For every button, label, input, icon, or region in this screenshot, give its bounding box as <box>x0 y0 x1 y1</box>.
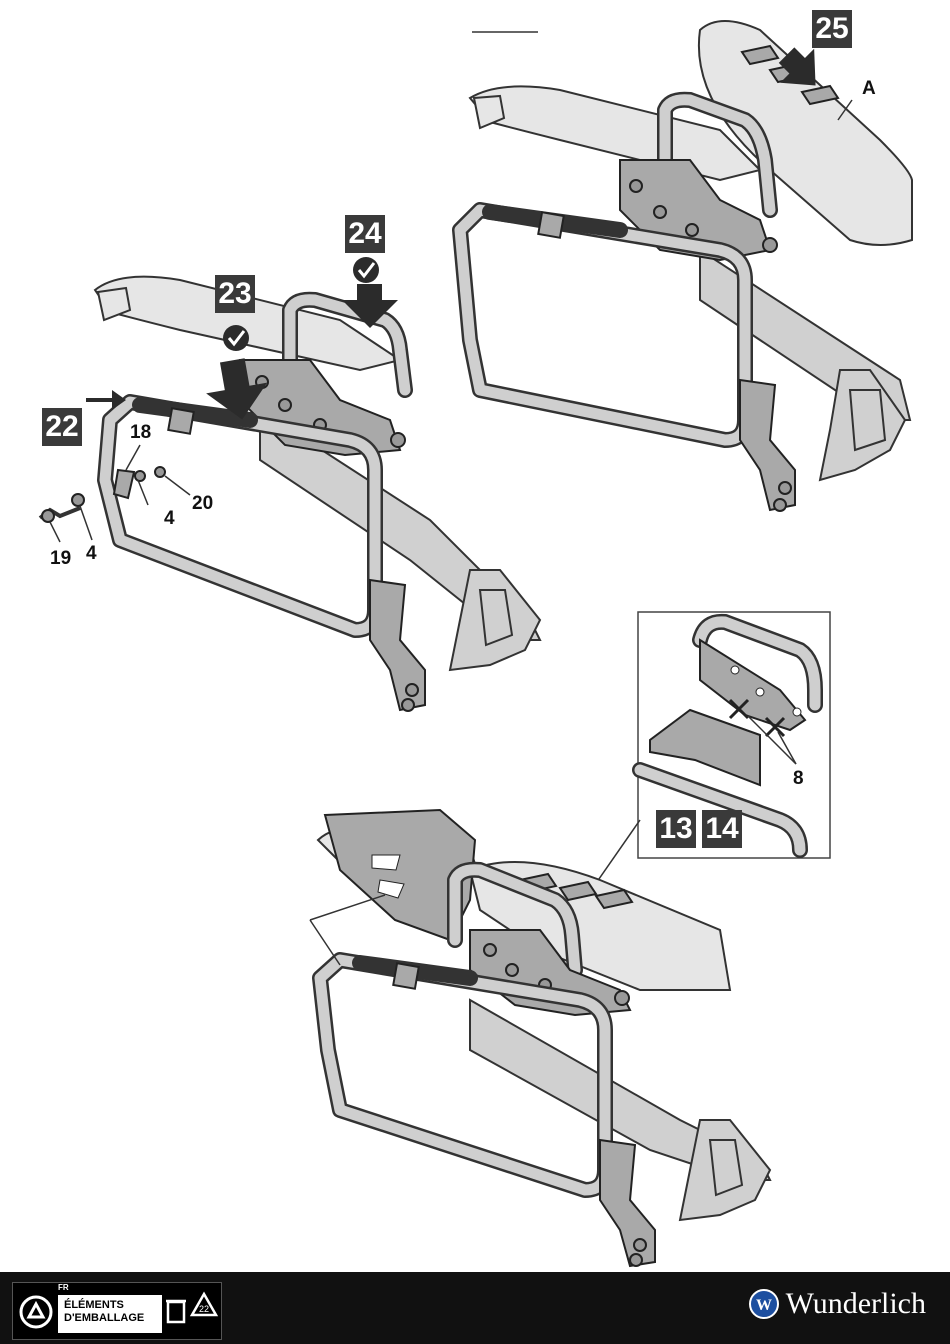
country-code: FR <box>58 1283 69 1292</box>
callout-18: 18 <box>130 422 151 444</box>
brand-name: Wunderlich <box>786 1287 926 1321</box>
packaging-label-line2: D'EMBALLAGE <box>64 1312 162 1325</box>
recycle-icon <box>19 1295 53 1329</box>
packaging-label-line1: ÉLÉMENTS <box>64 1299 162 1312</box>
packaging-label: ÉLÉMENTS D'EMBALLAGE <box>58 1295 162 1333</box>
triman-packaging-badge: FR ÉLÉMENTS D'EMBALLAGE 22 <box>12 1282 222 1340</box>
step-badge-13: 13 <box>656 810 696 848</box>
assembly-final <box>310 810 770 1266</box>
svg-text:W: W <box>756 1297 772 1314</box>
recycle-icon: 22 <box>189 1291 219 1325</box>
callout-4: 4 <box>164 508 175 530</box>
callout-20: 20 <box>192 493 213 515</box>
assembly-step-25 <box>460 21 912 511</box>
wunderlich-logo-icon: W <box>748 1288 780 1320</box>
step-badge-14: 14 <box>702 810 742 848</box>
callout-8: 8 <box>793 768 804 790</box>
svg-text:22: 22 <box>199 1304 209 1314</box>
assembly-illustration: .tube { fill:none; stroke:#333; stroke-w… <box>0 0 950 1272</box>
step-badge-22: 22 <box>42 408 82 446</box>
checkmark-icon <box>353 257 379 283</box>
callout-4-secondary: 4 <box>86 543 97 565</box>
callout-a: A <box>862 78 876 100</box>
step-badge-23: 23 <box>215 275 255 313</box>
callout-19: 19 <box>50 548 71 570</box>
bin-icon <box>165 1296 187 1326</box>
step-badge-25: 25 <box>812 10 852 48</box>
brand-logo: W Wunderlich <box>748 1284 926 1324</box>
step-badge-24: 24 <box>345 215 385 253</box>
checkmark-icon <box>223 325 249 351</box>
